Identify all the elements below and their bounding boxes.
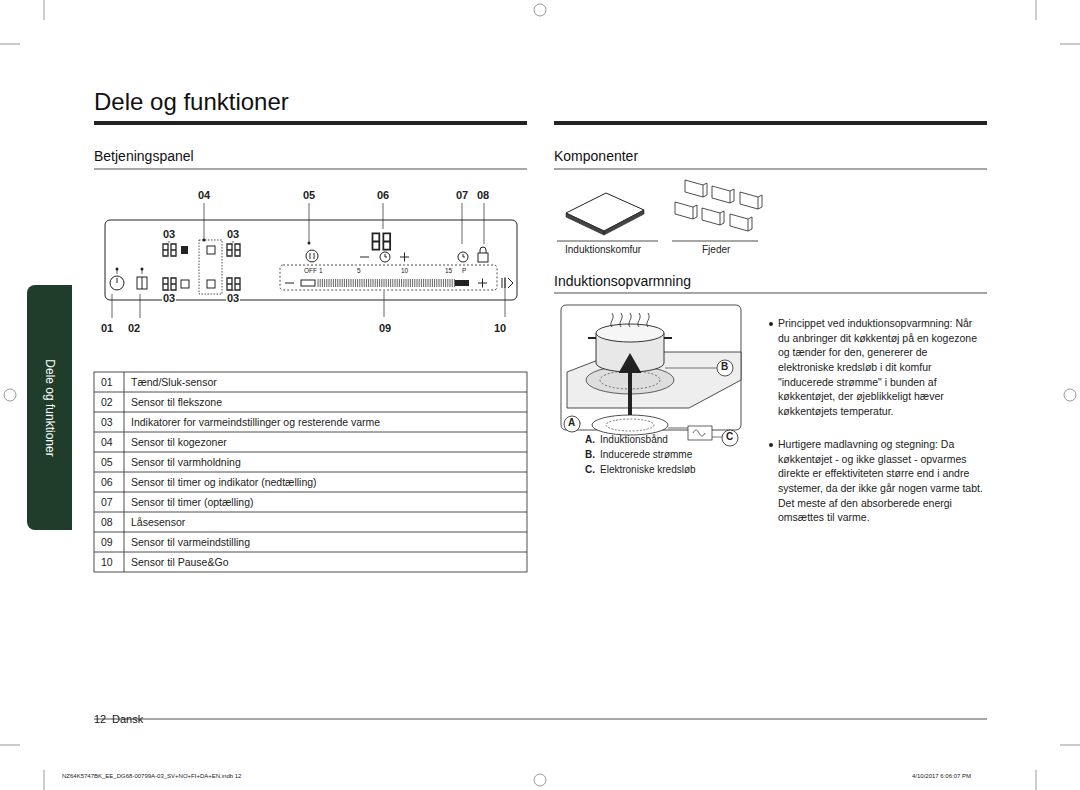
page-language: Dansk <box>112 713 143 726</box>
table-number: 06 <box>101 476 113 489</box>
callout-number: 03 <box>162 292 176 305</box>
page-title: Dele og funktioner <box>94 88 289 117</box>
legend-letter: C. <box>585 464 595 476</box>
section-heading: Induktionsopvarmning <box>554 273 691 290</box>
print-footer: NZ64K5747BK_EE_DG68-00799A-03_SV+NO+FI+D… <box>62 773 241 780</box>
scale-mark: 1 <box>318 268 324 275</box>
table-cell: Sensor til flekszone <box>131 396 222 409</box>
legend-letter: A. <box>585 434 595 446</box>
callout-letter: B <box>721 361 728 373</box>
callout-letter: C <box>726 431 733 443</box>
part-name: Induktionskomfur <box>565 244 641 256</box>
part-name: Fjeder <box>702 244 730 256</box>
callout-number: 06 <box>376 189 390 202</box>
scale-mark: 5 <box>356 268 362 275</box>
bullet-dot <box>769 443 773 447</box>
tab-label: Dele og funktioner <box>43 359 57 456</box>
callout-letter: A <box>568 417 575 429</box>
scale-mark: OFF <box>303 268 318 275</box>
callout-number: 07 <box>455 189 469 202</box>
table-number: 07 <box>101 496 113 509</box>
table-number: 01 <box>101 376 113 389</box>
legend-text: Elektroniske kredsløb <box>600 464 696 476</box>
legend-text: Induktionsbånd <box>600 434 668 446</box>
scale-mark: 15 <box>444 268 453 275</box>
table-cell: Sensor til varmholdning <box>131 456 241 469</box>
legend-text: Inducerede strømme <box>600 449 692 461</box>
section-heading: Betjeningspanel <box>94 148 194 165</box>
table-number: 03 <box>101 416 113 429</box>
section-heading: Komponenter <box>554 148 638 165</box>
table-cell: Sensor til timer og indikator (nedtællin… <box>131 476 317 489</box>
table-number: 09 <box>101 536 113 549</box>
table-number: 04 <box>101 436 113 449</box>
scale-mark: 10 <box>400 268 409 275</box>
table-cell: Låsesensor <box>131 516 185 529</box>
callout-number: 08 <box>476 189 490 202</box>
table-cell: Sensor til Pause&Go <box>131 556 228 569</box>
table-number: 08 <box>101 516 113 529</box>
callout-number: 09 <box>378 322 392 335</box>
callout-number: 03 <box>226 292 240 305</box>
bullet-dot <box>769 322 773 326</box>
bullet-text: Princippet ved induktionsopvarmning: Når… <box>778 316 986 419</box>
callout-number: 01 <box>100 322 114 335</box>
table-number: 10 <box>101 556 113 569</box>
table-cell: Sensor til kogezoner <box>131 436 227 449</box>
bullet-text: Hurtigere madlavning og stegning: Da køk… <box>778 437 986 525</box>
callout-number: 02 <box>127 322 141 335</box>
table-cell: Sensor til timer (optælling) <box>131 496 254 509</box>
table-cell: Indikatorer for varmeindstillinger og re… <box>131 416 380 429</box>
table-number: 02 <box>101 396 113 409</box>
scale-mark: P <box>461 268 467 275</box>
callout-number: 04 <box>197 189 211 202</box>
print-footer: 4/10/2017 6:06:07 PM <box>912 773 971 780</box>
callout-number: 03 <box>226 228 240 241</box>
table-number: 05 <box>101 456 113 469</box>
callout-number: 03 <box>162 228 176 241</box>
page-number: 12 <box>94 713 106 726</box>
table-cell: Sensor til varmeindstilling <box>131 536 250 549</box>
chapter-tab: Dele og funktioner <box>27 285 72 530</box>
legend-letter: B. <box>585 449 595 461</box>
table-cell: Tænd/Sluk-sensor <box>131 376 217 389</box>
callout-number: 05 <box>302 189 316 202</box>
callout-number: 10 <box>493 322 507 335</box>
